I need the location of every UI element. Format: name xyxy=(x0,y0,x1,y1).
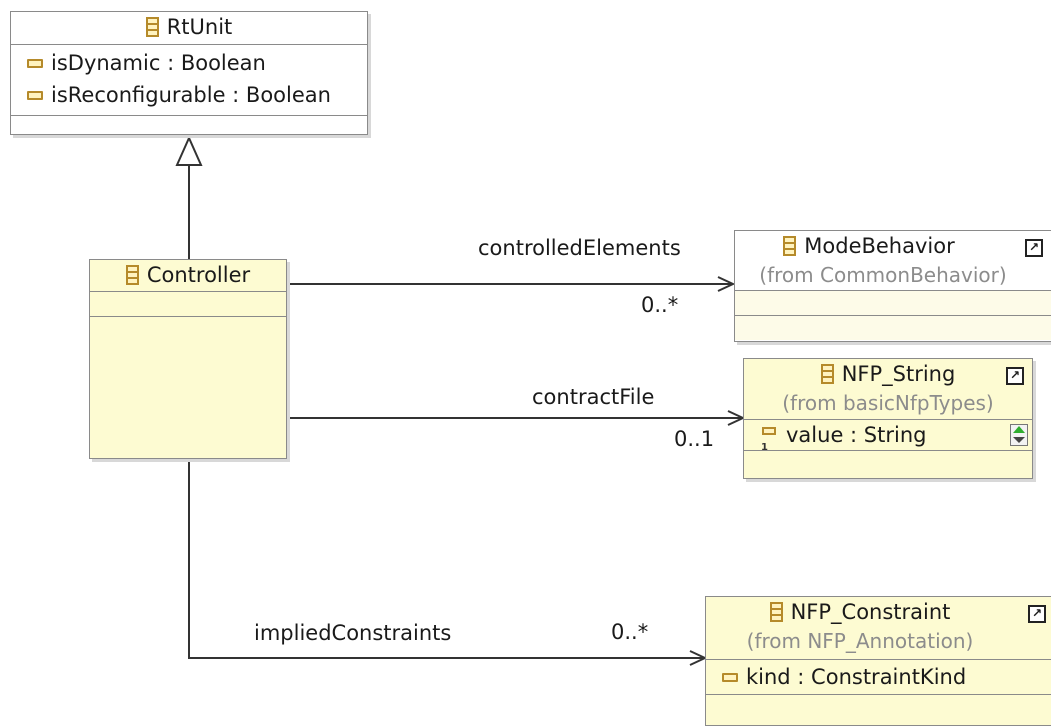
class-icon xyxy=(125,265,139,285)
controlled-elements-arrowhead xyxy=(717,276,736,292)
class-header: ModeBehavior ↗ xyxy=(735,231,1051,263)
generalization-arrowhead xyxy=(175,135,203,166)
class-nfp-constraint[interactable]: NFP_Constraint ↗ (from NFP_Annotation) k… xyxy=(705,596,1051,726)
role-label-controlled-elements: controlledElements xyxy=(478,236,681,260)
multiplicity-label-implied-constraints: 0..* xyxy=(611,620,649,644)
class-header: RtUnit xyxy=(11,12,367,44)
attribute-compartment[interactable] xyxy=(90,291,286,316)
operation-compartment[interactable] xyxy=(735,315,1051,340)
package-origin: (from basicNfpTypes) xyxy=(782,391,994,415)
attribute-text: isReconfigurable : Boolean xyxy=(51,83,331,107)
class-name: Controller xyxy=(146,263,251,287)
class-name: NFP_String xyxy=(841,362,956,386)
multiplicity-label-contract-file: 0..1 xyxy=(674,427,715,451)
attribute-compartment[interactable]: value : String xyxy=(744,419,1032,463)
property-icon xyxy=(760,425,778,463)
property-icon xyxy=(722,672,738,682)
attribute-compartment[interactable]: kind : ConstraintKind xyxy=(706,659,1051,694)
class-name: ModeBehavior xyxy=(804,234,955,258)
attribute-text: isDynamic : Boolean xyxy=(51,51,266,75)
class-nfp-string[interactable]: NFP_String ↗ (from basicNfpTypes) value … xyxy=(743,358,1033,479)
compartment-scroll-icon[interactable] xyxy=(1010,424,1028,446)
class-icon xyxy=(769,602,783,622)
role-label-contract-file: contractFile xyxy=(532,385,655,409)
attribute-row[interactable]: isReconfigurable : Boolean xyxy=(11,79,367,111)
multiplicity-label-controlled-elements: 0..* xyxy=(641,293,679,317)
attribute-row[interactable]: kind : ConstraintKind xyxy=(706,660,1051,694)
operation-compartment[interactable] xyxy=(744,450,1032,477)
class-name: NFP_Constraint xyxy=(790,600,951,624)
shortcut-icon[interactable]: ↗ xyxy=(1028,605,1046,623)
implied-constraints-line[interactable] xyxy=(188,459,705,659)
property-icon xyxy=(27,90,43,100)
class-name: RtUnit xyxy=(166,15,233,39)
class-header: NFP_Constraint ↗ xyxy=(706,597,1051,629)
shortcut-icon[interactable]: ↗ xyxy=(1025,239,1043,257)
class-icon xyxy=(783,236,797,256)
property-icon xyxy=(27,58,43,68)
attribute-row[interactable]: isDynamic : Boolean xyxy=(11,47,367,79)
attribute-text: kind : ConstraintKind xyxy=(746,665,967,689)
role-label-implied-constraints: impliedConstraints xyxy=(254,621,452,645)
attribute-row[interactable]: value : String xyxy=(744,420,1032,463)
class-header: Controller xyxy=(90,260,286,291)
operation-compartment[interactable] xyxy=(11,115,367,138)
shortcut-icon[interactable]: ↗ xyxy=(1006,367,1024,385)
class-controller[interactable]: Controller xyxy=(89,259,287,459)
operation-compartment[interactable] xyxy=(706,694,1051,725)
package-origin: (from CommonBehavior) xyxy=(759,263,1007,287)
package-origin: (from NFP_Annotation) xyxy=(746,629,974,653)
attribute-compartment[interactable]: isDynamic : Boolean isReconfigurable : B… xyxy=(11,44,367,115)
class-header: NFP_String ↗ xyxy=(744,359,1032,391)
class-rtunit[interactable]: RtUnit isDynamic : Boolean isReconfigura… xyxy=(10,11,368,135)
attribute-text: value : String xyxy=(786,423,927,447)
class-modebehavior[interactable]: ModeBehavior ↗ (from CommonBehavior) xyxy=(734,230,1051,342)
class-icon xyxy=(145,17,159,37)
class-icon xyxy=(820,364,834,384)
attribute-compartment[interactable] xyxy=(735,290,1051,315)
operation-compartment[interactable] xyxy=(90,316,286,460)
